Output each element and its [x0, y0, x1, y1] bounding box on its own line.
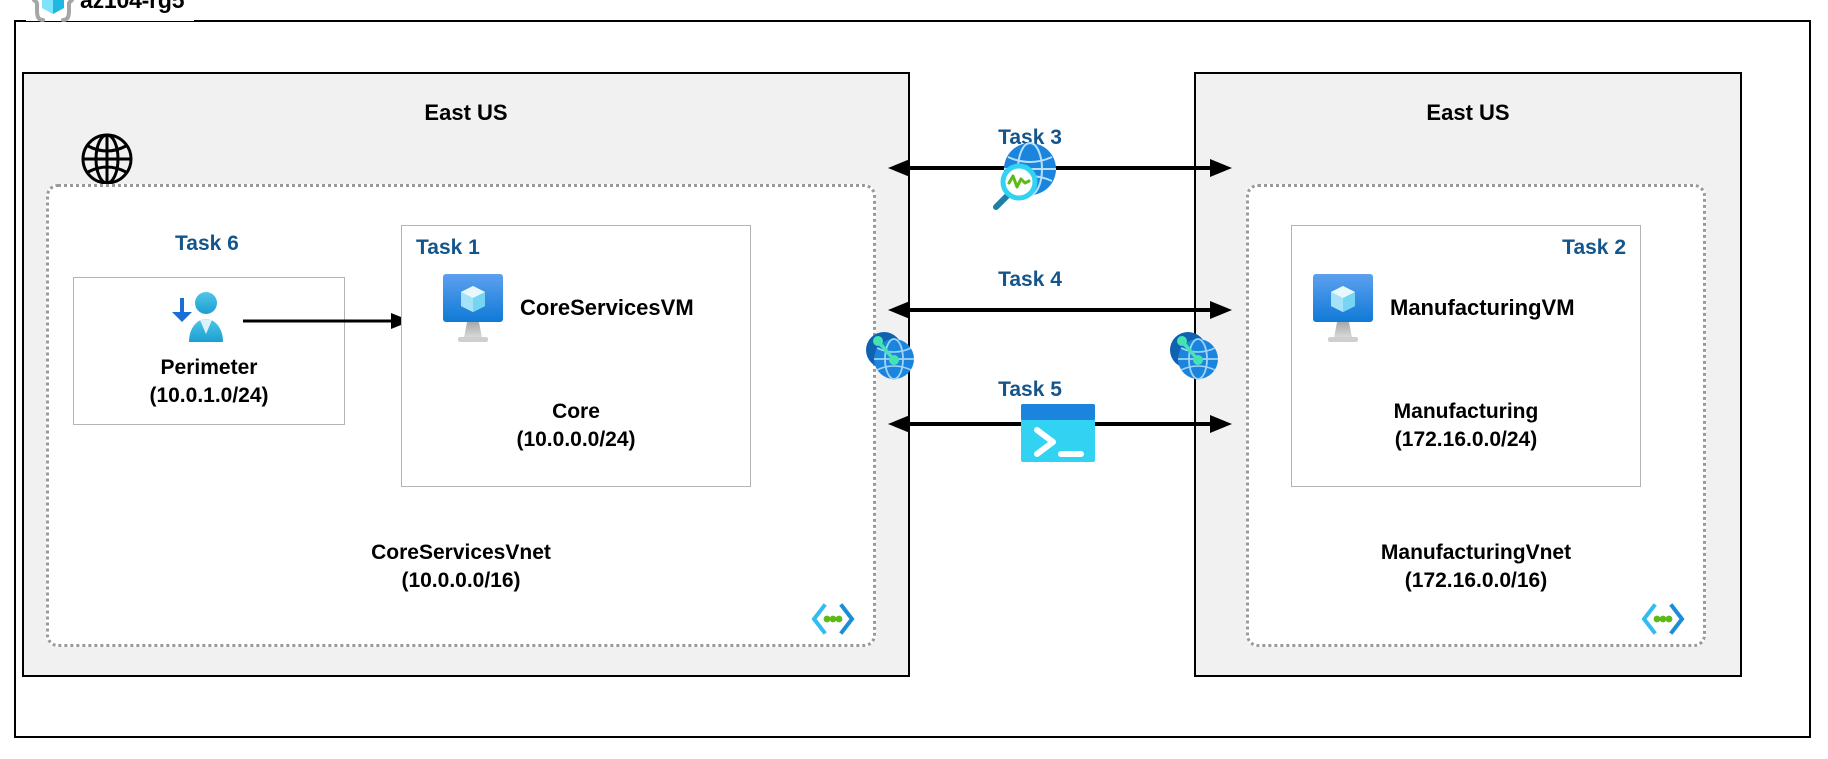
network-watcher-icon [982, 137, 1062, 217]
virtual-machine-icon [440, 272, 506, 344]
connector-arrow-task3 [888, 158, 1232, 178]
resource-group-title: az104-rg5 [80, 0, 185, 14]
bastion-resource [170, 286, 232, 348]
perimeter-to-core-arrow [243, 311, 413, 331]
resource-group-frame: East US Task 6 [14, 20, 1811, 738]
task-label-6: Task 6 [175, 232, 239, 255]
connector-label-task5: Task 5 [998, 378, 1062, 401]
virtual-network-icon [1641, 602, 1685, 636]
vnet-coreservicesvnet: Task 6 [46, 184, 876, 647]
resource-group-icon [30, 0, 76, 22]
vnet-peering-icon-left [860, 324, 922, 386]
vnet-manufacturingvnet-label: ManufacturingVnet (172.16.0.0/16) [1380, 541, 1572, 592]
region-panel-east-us-left: East US Task 6 [22, 72, 914, 677]
subnet-core-name: Core (10.0.0.0/24) [516, 400, 636, 451]
coreservicesvm-label: CoreServicesVM [520, 295, 694, 320]
subnet-core: Task 1 [401, 225, 751, 487]
internet-globe-icon [80, 132, 134, 186]
subnet-manufacturing: Task 2 [1291, 225, 1641, 487]
region-title-right: East US [1426, 100, 1510, 125]
connector-arrow-task4 [888, 300, 1232, 320]
manufacturingvm-resource: ManufacturingVM [1310, 272, 1575, 344]
manufacturingvm-label: ManufacturingVM [1390, 295, 1575, 320]
subnet-perimeter-name: Perimeter (10.0.1.0/24) [149, 356, 269, 407]
region-title-left: East US [424, 100, 508, 125]
subnet-manufacturing-name: Manufacturing (172.16.0.0/24) [1393, 400, 1539, 451]
vnet-manufacturingvnet: Task 2 [1246, 184, 1706, 647]
vnet-coreservicesvnet-label: CoreServicesVnet (10.0.0.0/16) [371, 541, 551, 592]
region-panel-east-us-right: East US Task 2 [1170, 72, 1742, 677]
cloud-shell-icon [1021, 404, 1095, 464]
resource-group-header: az104-rg5 [26, 0, 195, 22]
connector-label-task3: Task 3 [998, 126, 1062, 149]
virtual-network-icon [811, 602, 855, 636]
coreservicesvm-resource: CoreServicesVM [440, 272, 694, 344]
subnet-perimeter: Perimeter (10.0.1.0/24) [73, 277, 345, 425]
connector-label-task4: Task 4 [998, 268, 1062, 291]
vnet-peering-icon-right [1164, 324, 1226, 386]
task-label-2: Task 2 [1562, 236, 1626, 259]
bastion-user-icon [170, 286, 232, 348]
task-label-1: Task 1 [416, 236, 480, 259]
virtual-machine-icon [1310, 272, 1376, 344]
